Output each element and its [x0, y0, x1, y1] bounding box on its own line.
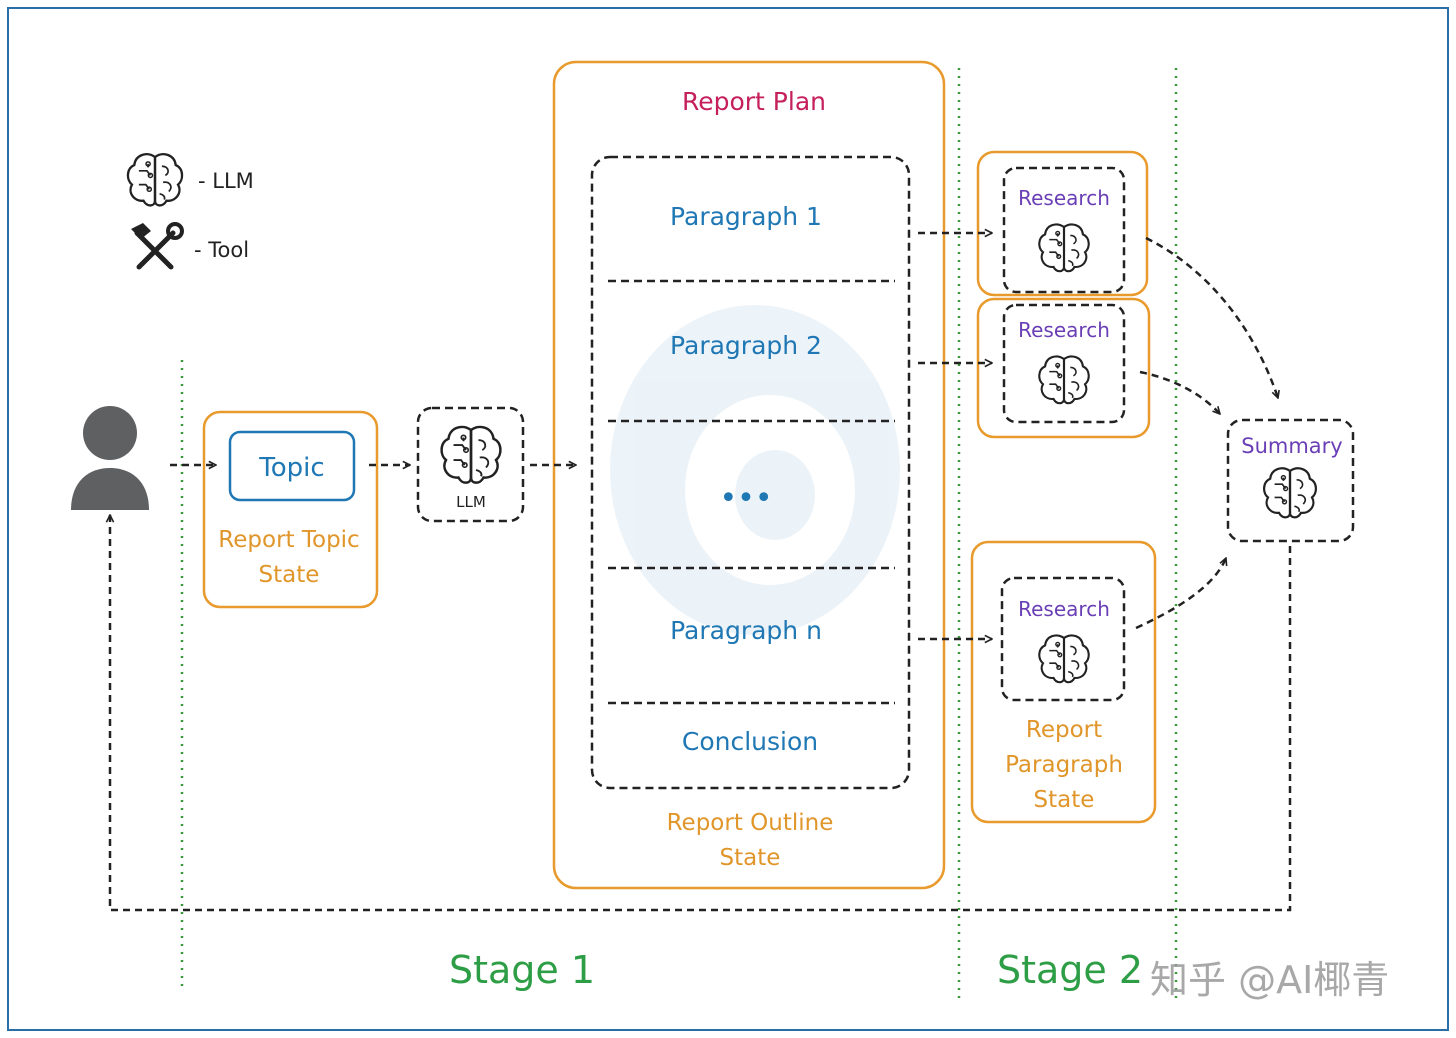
paragraph-ellipsis: ••• — [719, 481, 772, 516]
hammer-wrench-icon — [131, 222, 184, 270]
report-plan-title: Report Plan — [682, 87, 826, 116]
report-outline-state-box — [552, 60, 946, 890]
conclusion: Conclusion — [682, 727, 818, 756]
report-topic-state-label-2: State — [259, 562, 320, 588]
report-paragraph-state-box — [970, 540, 1157, 824]
topic-box — [228, 430, 356, 502]
person-icon — [71, 406, 149, 510]
paragraph-1: Paragraph 1 — [670, 202, 822, 231]
paragraph-n: Paragraph n — [670, 616, 822, 645]
report-topic-state-label-1: Report Topic — [218, 527, 359, 553]
legend-tool-label: - Tool — [194, 238, 249, 262]
legend: - LLM - Tool — [126, 153, 254, 270]
stage-1-label: Stage 1 — [449, 948, 595, 992]
arrow-research-3-to-summary — [1135, 558, 1226, 630]
topic-label: Topic — [258, 453, 324, 483]
research-1-state-box — [976, 150, 1149, 297]
legend-llm-label: - LLM — [198, 169, 254, 193]
llm-node-caption: LLM — [456, 493, 486, 511]
report-paragraph-state-label-1: Report — [1026, 717, 1102, 743]
report-outline-state-label-1: Report Outline — [667, 810, 834, 836]
paragraph-list — [590, 155, 911, 790]
arrow-research-1-to-summary — [1145, 236, 1278, 398]
report-paragraph-state-label-3: State — [1034, 787, 1095, 813]
research-1-label: Research — [1018, 186, 1110, 210]
stage-2-label: Stage 2 — [997, 948, 1143, 992]
research-2-state-box — [976, 297, 1151, 439]
research-2-label: Research — [1018, 318, 1110, 342]
report-topic-state-box — [202, 410, 379, 609]
watermark-text: 知乎 @AI椰青 — [1150, 958, 1389, 1002]
watermark-swirl — [610, 305, 900, 635]
report-paragraph-state-label-2: Paragraph — [1005, 752, 1123, 778]
report-outline-state-label-2: State — [720, 845, 781, 871]
outer-frame — [7, 7, 1449, 1031]
arrow-summary-to-user — [110, 515, 1292, 912]
summary-label: Summary — [1241, 434, 1342, 458]
research-3-label: Research — [1018, 597, 1110, 621]
flow-arrows — [110, 233, 1292, 912]
paragraph-2: Paragraph 2 — [670, 331, 822, 360]
